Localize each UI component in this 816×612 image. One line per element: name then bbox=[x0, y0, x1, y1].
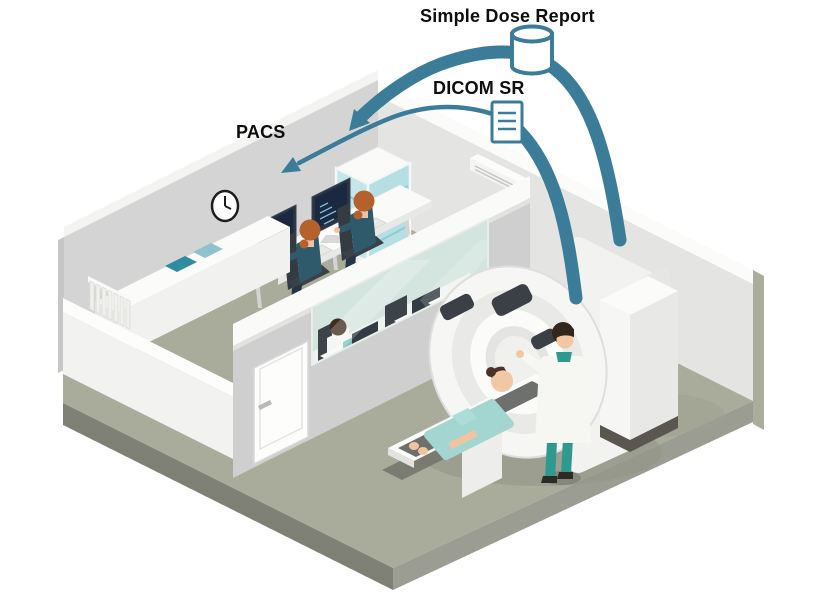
arrowhead-into-control-room bbox=[349, 109, 370, 131]
dark-hair bbox=[329, 318, 347, 336]
door-handle bbox=[258, 400, 272, 410]
technician bbox=[516, 322, 591, 483]
auburn-hair bbox=[299, 219, 321, 241]
database-cylinder-icon bbox=[510, 24, 554, 76]
glass-reflection bbox=[330, 260, 430, 352]
folder-icon bbox=[193, 243, 223, 258]
front-low-wall bbox=[63, 276, 233, 459]
label-pacs: PACS bbox=[236, 122, 286, 142]
scanner-room bbox=[388, 237, 678, 498]
patient-head bbox=[491, 370, 513, 392]
lab-coat bbox=[535, 356, 591, 443]
document-icon bbox=[490, 100, 524, 144]
label-simple-dose-report: Simple Dose Report bbox=[420, 6, 595, 26]
equipment-cabinet bbox=[600, 276, 678, 452]
air-conditioner-icon bbox=[470, 154, 526, 194]
arrowhead-to-pacs bbox=[281, 157, 301, 173]
technician-hand bbox=[516, 350, 524, 358]
wall-clock-icon bbox=[210, 189, 240, 223]
patient bbox=[409, 366, 514, 460]
door bbox=[253, 339, 309, 466]
gantry-control-panels bbox=[439, 284, 558, 350]
divider-wall bbox=[233, 176, 530, 478]
cabinet-base bbox=[600, 416, 678, 452]
auburn-hair bbox=[353, 190, 375, 212]
control-room bbox=[63, 146, 432, 459]
data-flow bbox=[281, 24, 627, 305]
folder-icon bbox=[165, 256, 197, 272]
hair-bun bbox=[486, 367, 496, 377]
label-dicom-sr: DICOM SR bbox=[433, 78, 525, 98]
radiator-icon bbox=[88, 276, 132, 330]
patient-arm bbox=[448, 430, 478, 449]
arc-dicom-sr bbox=[281, 104, 583, 305]
